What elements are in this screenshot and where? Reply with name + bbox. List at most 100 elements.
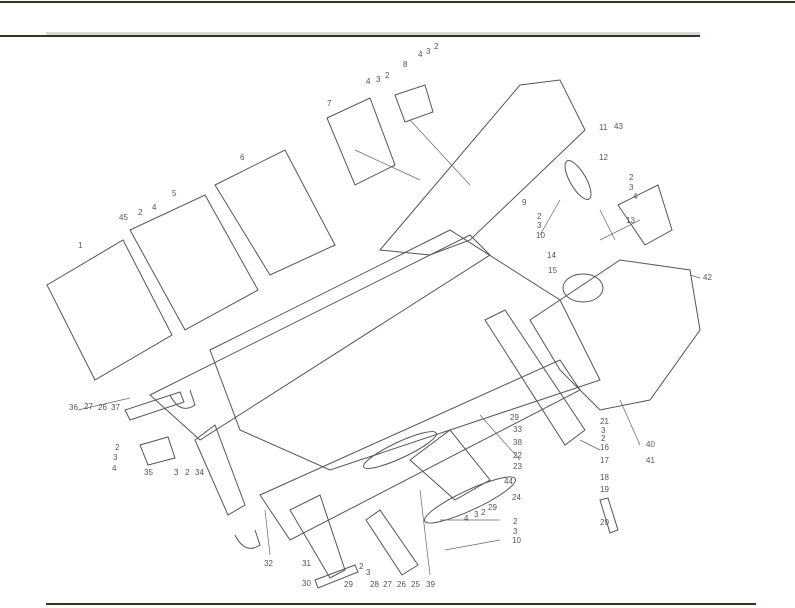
leader-lines — [77, 119, 701, 576]
panel-1 — [46, 239, 173, 381]
callout: 36 — [69, 403, 78, 412]
callout: 3 — [601, 426, 606, 435]
callout: 29 — [510, 413, 519, 422]
callout: 2 — [115, 443, 120, 452]
handle-12 — [564, 160, 592, 200]
callout: 32 — [264, 559, 273, 568]
cylinder-37 — [124, 391, 185, 421]
callout: 31 — [302, 559, 311, 568]
callout: 13 — [626, 216, 635, 225]
callout: 2 — [629, 173, 634, 182]
pin-20 — [599, 497, 619, 534]
callout: 23 — [513, 462, 522, 471]
callout: 3 — [537, 221, 542, 230]
arm-slot — [423, 476, 517, 524]
callout: 30 — [302, 579, 311, 588]
winch-drum — [562, 273, 604, 303]
callout: 3 — [629, 183, 634, 192]
callout: 12 — [599, 153, 608, 162]
bracket-35 — [139, 436, 176, 466]
panel-5 — [129, 194, 259, 331]
callout: 3 — [426, 47, 431, 56]
panels — [46, 84, 673, 576]
callout: 22 — [513, 451, 522, 460]
callout: 19 — [600, 485, 609, 494]
callout: 2 — [513, 517, 518, 526]
callout: 4 — [152, 203, 157, 212]
header-rule — [0, 35, 700, 37]
callout: 11 — [599, 123, 608, 132]
callout: 8 — [403, 60, 408, 69]
panel-25 — [365, 509, 419, 576]
callout: 42 — [703, 273, 712, 282]
arm-slot-2 — [363, 431, 437, 469]
callout: 28 — [370, 580, 379, 589]
leg-31 — [289, 494, 346, 579]
callout: 25 — [411, 580, 420, 589]
hook-upper — [169, 389, 196, 409]
bracket-34 — [194, 424, 246, 516]
callout: 3 — [174, 468, 179, 477]
callout: 41 — [646, 456, 655, 465]
callout: 6 — [240, 153, 245, 162]
callout: 2 — [359, 562, 364, 571]
callout: 33 — [513, 425, 522, 434]
callout: 2 — [601, 434, 606, 443]
callout: 14 — [547, 251, 556, 260]
callout: 1 — [78, 241, 83, 250]
callout: 4 — [112, 464, 117, 473]
callout: 27 — [383, 580, 392, 589]
lower-plate — [409, 429, 491, 501]
callout: 2 — [434, 42, 439, 51]
side-frame — [209, 229, 601, 471]
callout-labels: 4 3 2 8 4 3 2 7 6 5 45 2 4 1 11 43 12 9 … — [69, 42, 712, 589]
callout: 26 — [397, 580, 406, 589]
callout: 29 — [488, 503, 497, 512]
callout: 2 — [138, 208, 143, 217]
callout: 40 — [646, 440, 655, 449]
callout: 18 — [600, 473, 609, 482]
panel-13 — [617, 184, 673, 246]
panel-7 — [326, 97, 396, 186]
callout: 26 — [98, 403, 107, 412]
callout: 7 — [327, 99, 332, 108]
rear-tower — [529, 259, 701, 411]
callout: 29 — [344, 580, 353, 589]
callout: 3 — [376, 75, 381, 84]
callout: 24 — [512, 493, 521, 502]
callout: 2 — [385, 71, 390, 80]
callout: 17 — [600, 456, 609, 465]
vertical-post — [484, 309, 586, 446]
callout: 34 — [195, 468, 204, 477]
callout: 37 — [111, 403, 120, 412]
callout: 20 — [600, 518, 609, 527]
callout: 15 — [548, 266, 557, 275]
lower-beam — [259, 359, 581, 541]
callout: 4 — [464, 514, 469, 523]
callout: 43 — [614, 122, 623, 131]
callout: 10 — [512, 536, 521, 545]
callout: 3 — [113, 453, 118, 462]
callout: 39 — [426, 580, 435, 589]
frame — [124, 79, 701, 589]
callout: 2 — [537, 212, 542, 221]
callout: 2 — [185, 468, 190, 477]
hook-lower — [234, 529, 261, 549]
callout: 45 — [119, 213, 128, 222]
header-top-rule — [0, 1, 795, 3]
callout: 4 — [418, 50, 423, 59]
panel-8 — [394, 84, 434, 123]
callout: 44 — [504, 477, 513, 486]
footer-rule — [46, 603, 756, 605]
callout: 3 — [474, 510, 479, 519]
callout: 10 — [536, 231, 545, 240]
header-shade — [46, 32, 700, 35]
callout: 21 — [600, 417, 609, 426]
callout: 16 — [600, 443, 609, 452]
callout: 9 — [522, 198, 527, 207]
callout: 2 — [481, 508, 486, 517]
callout: 5 — [172, 189, 177, 198]
callout: 27 — [84, 402, 93, 411]
callout: 4 — [633, 192, 638, 201]
